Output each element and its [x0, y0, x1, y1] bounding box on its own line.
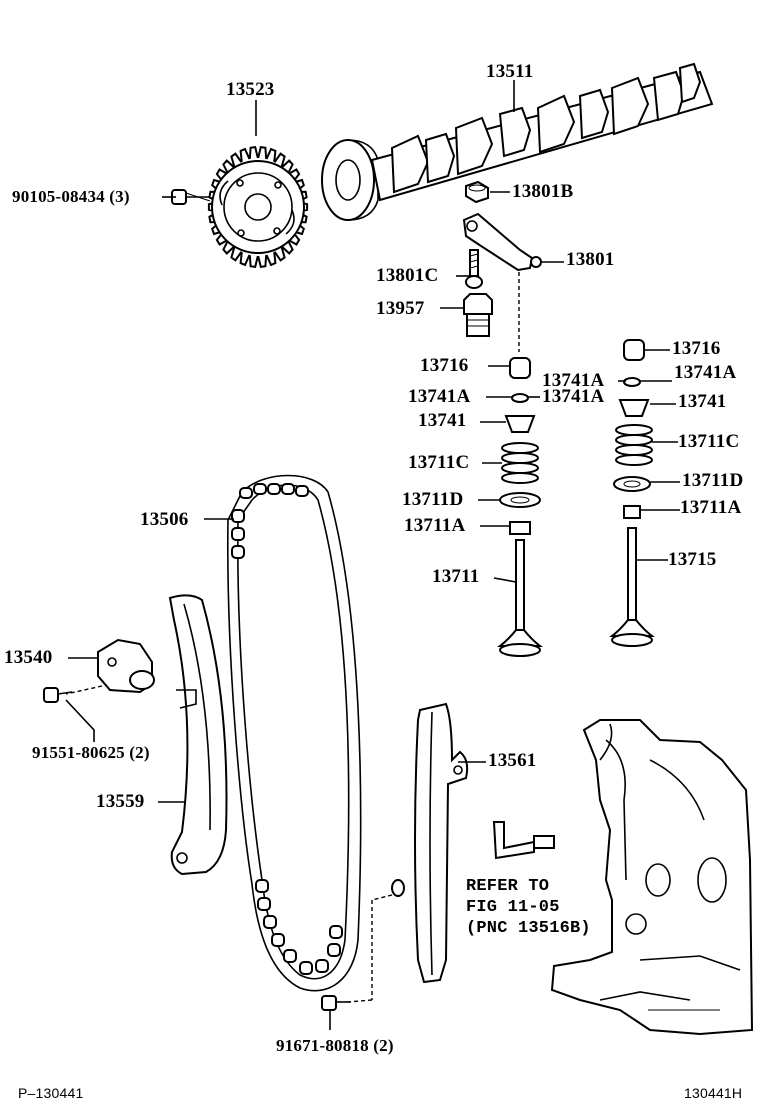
valve-stack-left: [497, 357, 543, 657]
label-camshaft: 13511: [486, 61, 534, 82]
rocker-arm: [462, 212, 542, 352]
label-spring-seat-right: 13711D: [682, 470, 744, 491]
chain-guide: [347, 702, 469, 1003]
reference-note: REFER TO FIG 11-05 (PNC 13516B): [466, 876, 591, 939]
lash-adjuster: [463, 293, 493, 337]
adjust-screw: [465, 249, 483, 289]
label-stem-seal-left: 13711A: [404, 515, 466, 536]
label-valve-lifter-left: 13716: [420, 355, 469, 376]
leader-lines: [65, 80, 680, 1030]
label-timing-chain: 13506: [140, 509, 189, 530]
label-retainer-left: 13741: [418, 410, 467, 431]
label-intake-valve: 13711: [432, 566, 480, 587]
valve-stack-right: [609, 339, 655, 647]
label-adjust-screw: 13801C: [376, 265, 439, 286]
sprocket-bolt: [171, 189, 211, 205]
label-valve-lifter-right: 13716: [672, 338, 721, 359]
label-stem-seal-right: 13711A: [680, 497, 742, 518]
label-guide-bolt: 91671-80818 (2): [276, 1036, 394, 1055]
label-tensioner-bolt: 91551-80625 (2): [32, 743, 150, 762]
oil-pipe: [492, 821, 555, 860]
label-chain-guide: 13561: [488, 750, 537, 771]
label-cam-sprocket: 13523: [226, 79, 275, 100]
chain-tensioner: [65, 638, 155, 695]
tensioner-bolt: [43, 687, 73, 703]
label-lash-adjuster: 13957: [376, 298, 425, 319]
reference-note-line-2: FIG 11-05: [466, 898, 560, 917]
cam-sprocket: [207, 145, 309, 269]
label-retainer-lock-right-b: 13741A: [674, 362, 737, 383]
label-spring-right: 13711C: [678, 431, 740, 452]
label-spring-seat-left: 13711D: [402, 489, 464, 510]
label-retainer-lock-right-a: 13741A: [542, 370, 605, 391]
label-sprocket-bolt: 90105-08434 (3): [12, 187, 130, 206]
label-rocker-arm: 13801: [566, 249, 615, 270]
label-tensioner-slipper: 13559: [96, 791, 145, 812]
label-chain-tensioner: 13540: [4, 647, 53, 668]
adjust-screw-nut: [465, 180, 489, 204]
label-retainer-lock-left-b: 13741A: [542, 386, 605, 407]
engine-block: [550, 719, 754, 1036]
timing-chain: [227, 474, 362, 992]
label-retainer-right: 13741: [678, 391, 727, 412]
footer-right-code: 130441H: [684, 1085, 743, 1101]
label-spring-left: 13711C: [408, 452, 470, 473]
reference-note-line-1: REFER TO: [466, 877, 550, 896]
guide-bolt: [321, 995, 350, 1011]
label-retainer-lock-left-a: 13741A: [408, 386, 471, 407]
reference-note-line-3: (PNC 13516B): [466, 919, 591, 938]
tensioner-slipper: [168, 594, 228, 876]
camshaft: [321, 62, 714, 221]
footer-left-code: P–130441: [18, 1085, 84, 1101]
label-adjust-screw-nut: 13801B: [512, 181, 574, 202]
label-exhaust-valve: 13715: [668, 549, 717, 570]
